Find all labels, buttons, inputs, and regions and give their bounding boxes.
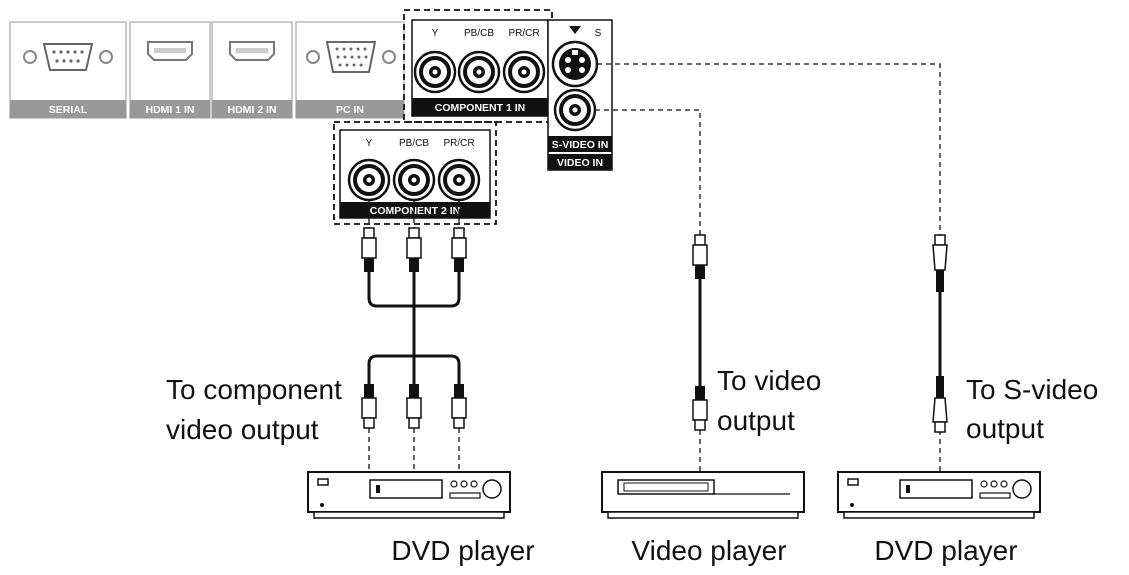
video-label-line2: output: [717, 405, 795, 436]
comp2-y-label: Y: [366, 138, 373, 149]
comp1-y-label: Y: [432, 28, 439, 39]
dvd-player-right: [837, 471, 1041, 519]
video-label-line1: To video: [717, 365, 821, 396]
comp1-pb-jack: [457, 50, 501, 94]
video-player-caption: Video player: [631, 535, 786, 566]
component2-port: Y PB/CB PR/CR COMPONENT 2 IN: [339, 129, 491, 219]
pc-label: PC IN: [336, 104, 364, 116]
hdmi1-label: HDMI 1 IN: [145, 104, 194, 116]
dvd-player-left: [307, 471, 511, 519]
comp2-y-jack: [347, 158, 391, 202]
svideo-cable: [932, 234, 948, 433]
signal-lines: [368, 63, 941, 472]
comp-label-line2: video output: [166, 414, 319, 445]
component1-label: COMPONENT 1 IN: [435, 102, 525, 114]
video-player: [601, 471, 805, 519]
comp2-pr-label: PR/CR: [443, 138, 474, 149]
comp2-pb-label: PB/CB: [399, 138, 429, 149]
component2-highlight: [333, 121, 497, 225]
comp2-pb-jack: [392, 158, 436, 202]
comp2-pr-jack: [437, 158, 481, 202]
video-jack: [553, 88, 597, 132]
serial-label: SERIAL: [49, 104, 88, 116]
component1-port: Y PB/CB PR/CR COMPONENT 1 IN: [411, 19, 549, 117]
svideo-in-label: S-VIDEO IN: [552, 139, 609, 151]
hdmi2-label: HDMI 2 IN: [227, 104, 276, 116]
pc-port: PC IN: [295, 21, 405, 119]
comp-label-line1: To component: [166, 374, 342, 405]
comp1-y-jack: [413, 50, 457, 94]
component-cable: [361, 227, 467, 429]
hdmi2-port: HDMI 2 IN: [211, 21, 293, 119]
dvd-player-left-caption: DVD player: [391, 535, 534, 566]
comp1-pr-jack: [502, 50, 546, 94]
hdmi1-port: HDMI 1 IN: [129, 21, 211, 119]
video-cable: [692, 234, 708, 431]
dvd-player-right-caption: DVD player: [874, 535, 1017, 566]
component2-label: COMPONENT 2 IN: [370, 205, 460, 217]
video-in-label: VIDEO IN: [557, 157, 603, 169]
svideo-video-port: S S-VIDEO IN VIDEO IN: [547, 19, 613, 171]
svideo-s-label: S: [595, 28, 602, 39]
serial-port: SERIAL: [9, 21, 127, 119]
svideo-label-line1: To S-video: [966, 374, 1098, 405]
svideo-label-line2: output: [966, 413, 1044, 444]
svideo-jack: [551, 40, 599, 88]
comp1-pr-label: PR/CR: [508, 28, 539, 39]
comp1-pb-label: PB/CB: [464, 28, 494, 39]
port-panel: SERIAL HDMI 1 IN HDMI 2 IN: [9, 9, 613, 225]
